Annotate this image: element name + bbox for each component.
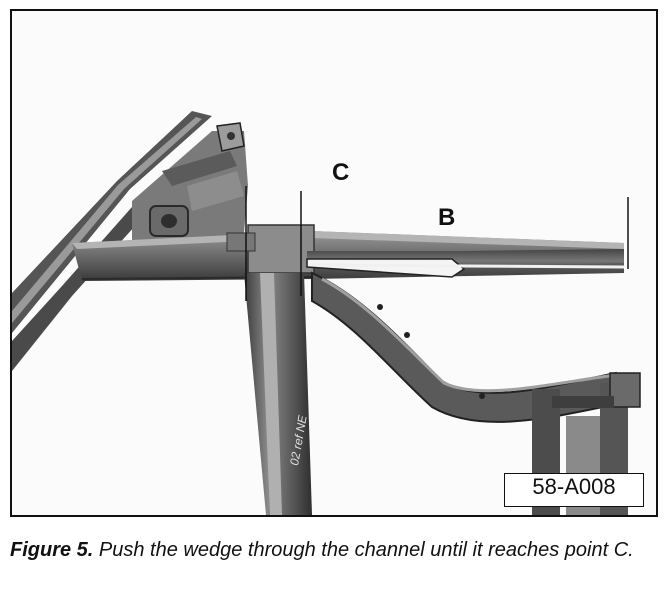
label-b: B (438, 204, 456, 231)
reference-lines (245, 186, 629, 301)
caption-figure-label: Figure 5. (10, 539, 94, 561)
wedge-tool (306, 249, 625, 278)
mounting-bracket (132, 122, 248, 261)
vertical-leg: 02 ref NE (244, 273, 312, 515)
figure-caption: Figure 5. Push the wedge through the cha… (10, 537, 658, 563)
label-c: C (332, 159, 350, 186)
caption-text: Push the wedge through the channel until… (93, 539, 634, 561)
reference-code: 58-A008 (504, 473, 644, 507)
figure-frame: 02 ref NE C B 58-A008 (10, 9, 658, 517)
seat-frame-photo: 02 ref NE (12, 11, 656, 515)
